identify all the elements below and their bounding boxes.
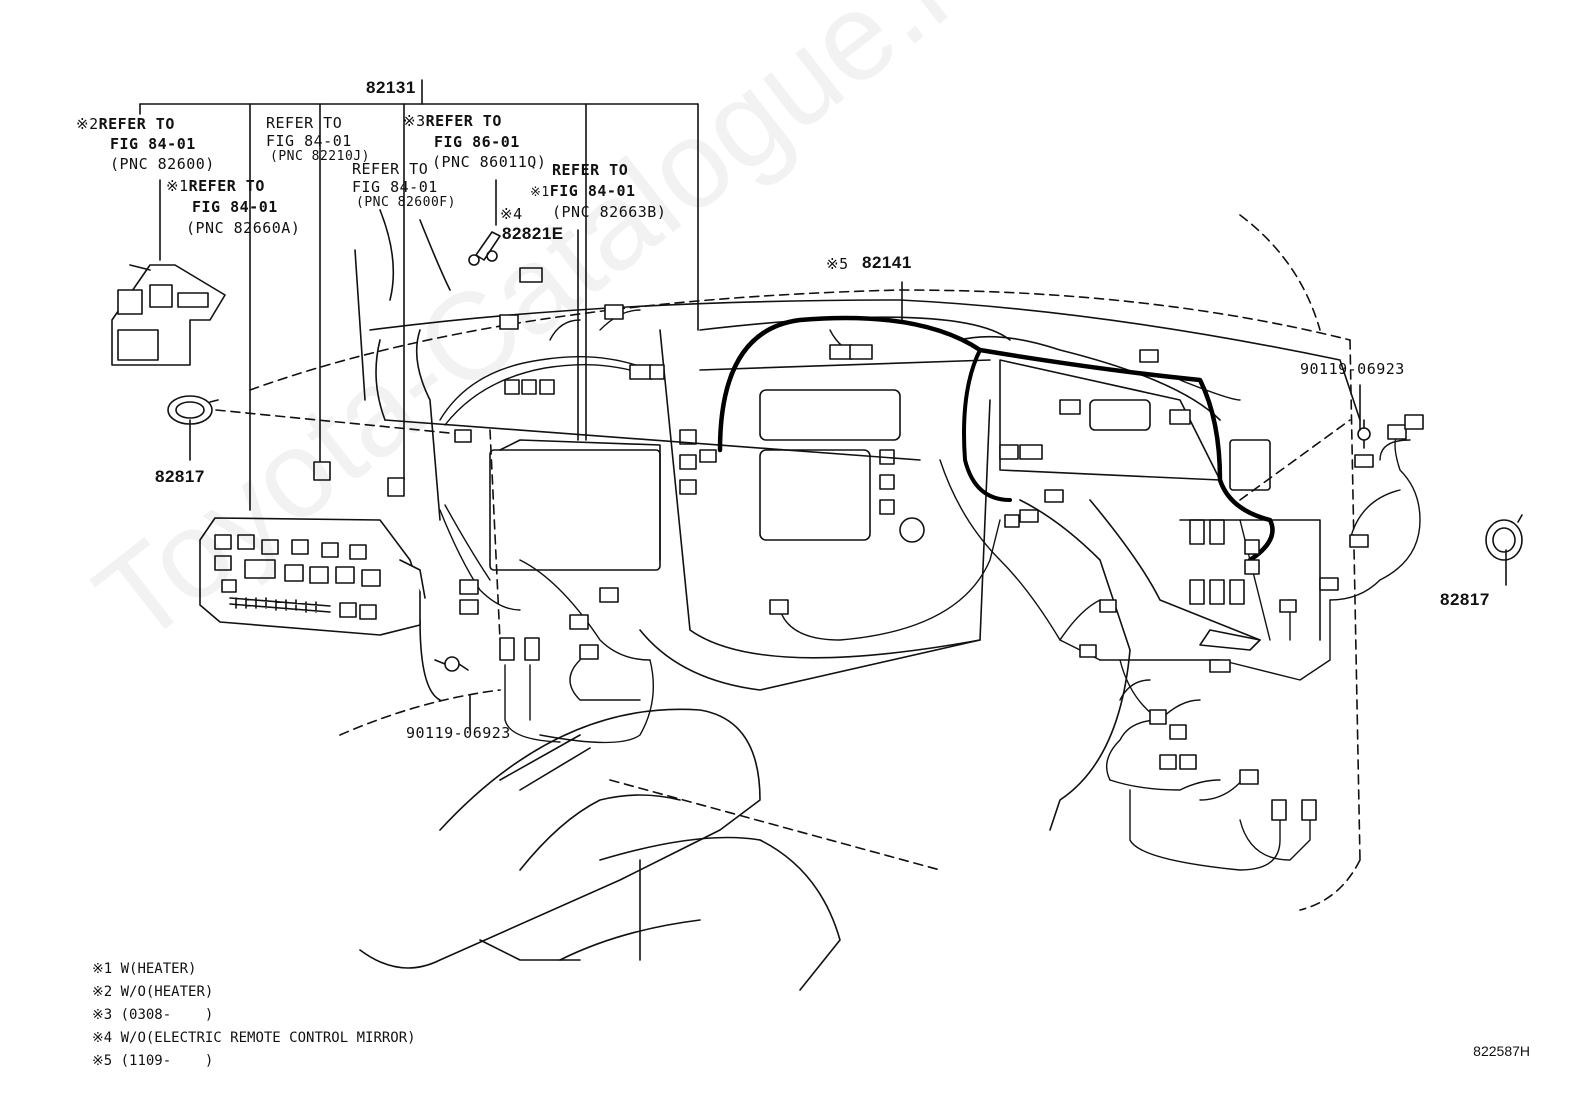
note-mark: ※2 [76, 115, 99, 133]
note-mark: ※1 [166, 177, 189, 195]
callout-line: REFER TO [188, 177, 265, 195]
note-mark: ※3 [403, 112, 426, 130]
part-number-82131[interactable]: 82131 [366, 78, 416, 97]
footnote: ※3 (0308- ) [92, 1007, 214, 1023]
part-number-82817-left[interactable]: 82817 [155, 467, 205, 486]
callout-line: (PNC 82600F) [356, 195, 456, 210]
callout-line: (PNC 82210J) [270, 149, 370, 164]
part-number-82821e[interactable]: 82821E [502, 224, 564, 243]
callout-line: FIG 84-01 [266, 132, 352, 150]
part-82131-bracket [139, 79, 699, 511]
center-console [359, 708, 841, 991]
callout-line: FIG 84-01 [192, 198, 278, 216]
callout-line: FIG 84-01 [110, 135, 196, 153]
part-number-90119-left[interactable]: 90119-06923 [406, 724, 511, 742]
callout-line: REFER TO [266, 114, 343, 132]
callout-line: REFER TO [352, 160, 429, 178]
note-mark: ※5 [826, 255, 849, 273]
footnotes: ※1 W(HEATER) ※2 W/O(HEATER) ※3 (0308- ) … [92, 958, 416, 1073]
connector-82821e [468, 231, 501, 266]
callout-line: REFER TO [552, 161, 629, 179]
callout-line: REFER TO [425, 112, 502, 130]
callout-line: (PNC 82663B) [552, 203, 667, 221]
harness-82141 [717, 315, 1275, 563]
callout-line: (PNC 82600) [110, 155, 215, 173]
callout-line: REFER TO [98, 115, 175, 133]
fuse-block-82660a [199, 517, 426, 636]
grommet-82817-right [1485, 514, 1523, 561]
footnote: ※2 W/O(HEATER) [92, 984, 214, 1000]
junction-block-82600 [111, 264, 226, 366]
harness-82131 [439, 309, 1421, 871]
bolt-90119-left [434, 656, 469, 672]
figure-code: 822587H [1473, 1043, 1530, 1059]
callout-line: FIG 86-01 [434, 133, 520, 151]
callout-line: (PNC 86011Q) [432, 153, 547, 171]
footnote: ※5 (1109- ) [92, 1053, 214, 1069]
callout-line: FIG 84-01 [549, 182, 636, 200]
callout-line: FIG 84-01 [352, 178, 438, 196]
footnote: ※4 W/O(ELECTRIC REMOTE CONTROL MIRROR) [92, 1030, 416, 1046]
part-number-90119-right[interactable]: 90119-06923 [1300, 360, 1405, 378]
part-number-82141[interactable]: 82141 [862, 253, 912, 272]
callout-line: (PNC 82660A) [186, 219, 301, 237]
footnote: ※1 W(HEATER) [92, 961, 197, 977]
bolt-90119-right [1357, 419, 1371, 449]
part-number-82817-right[interactable]: 82817 [1440, 590, 1490, 609]
note-mark: ※1 [530, 185, 550, 200]
grommet-82817-left [167, 395, 219, 425]
note-mark: ※4 [500, 205, 523, 223]
connectors [313, 267, 1424, 821]
